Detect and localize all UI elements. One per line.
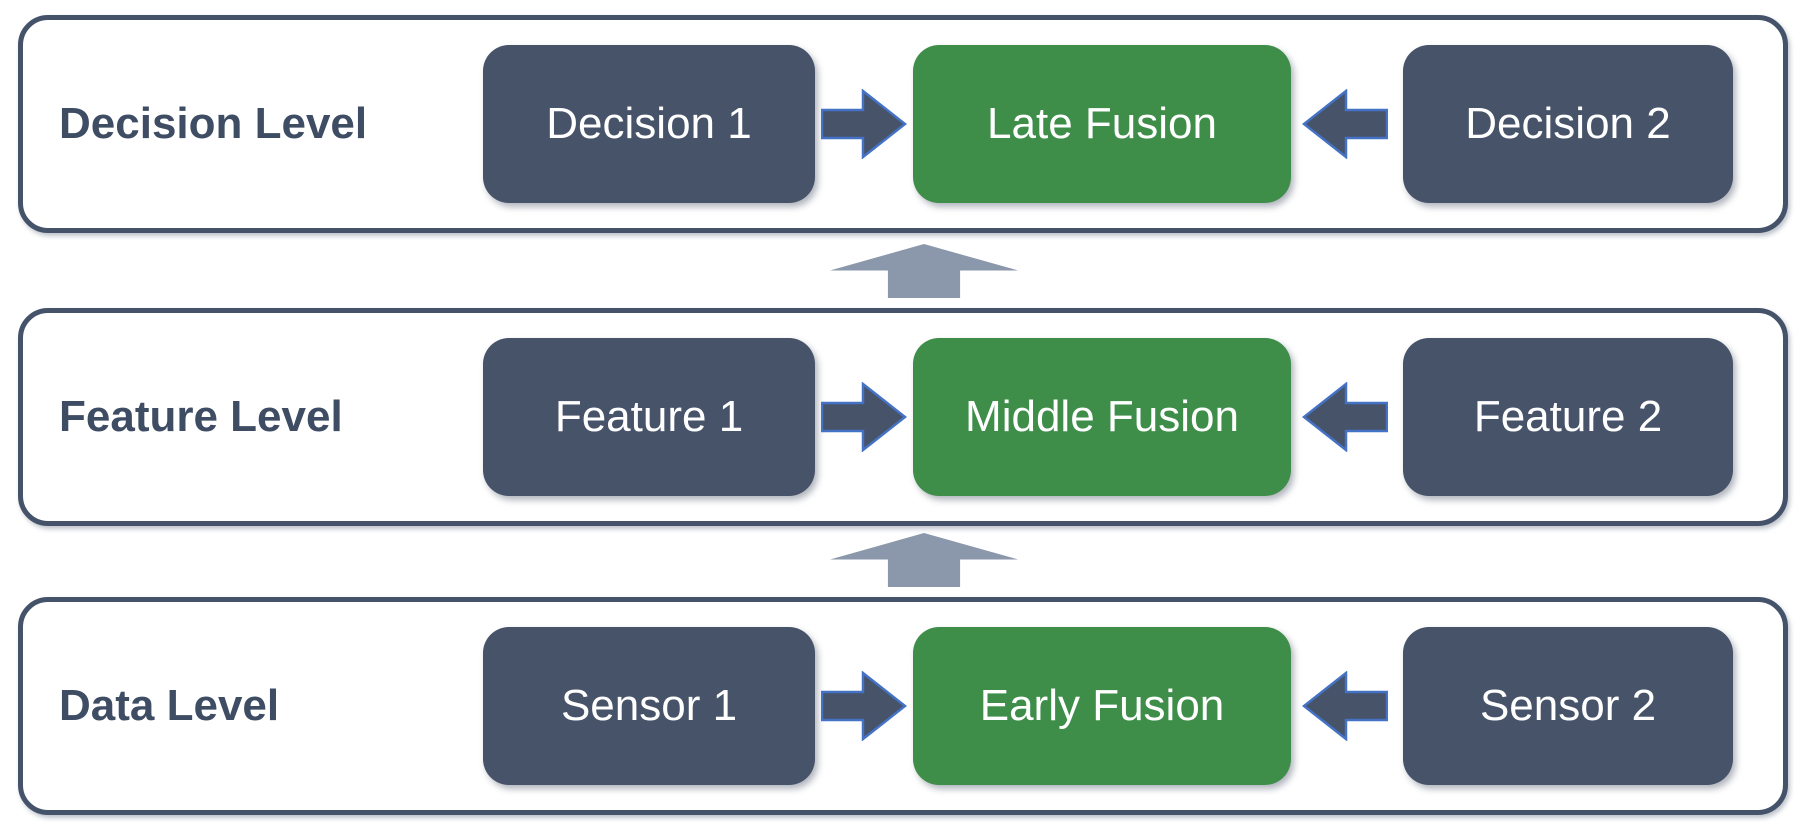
left-arrow-icon (1302, 671, 1388, 741)
node-sensor-2: Sensor 2 (1403, 627, 1733, 785)
row-label-decision-level: Decision Level (59, 99, 368, 148)
row-label-feature-level: Feature Level (59, 392, 343, 441)
left-arrow-icon (1302, 382, 1388, 452)
right-arrow-icon (821, 382, 907, 452)
node-late-fusion: Late Fusion (913, 45, 1291, 203)
row-feature-level: Feature Level Feature 1 Middle Fusion Fe… (18, 308, 1788, 526)
node-decision-1: Decision 1 (483, 45, 815, 203)
node-middle-fusion: Middle Fusion (913, 338, 1291, 496)
node-sensor-1: Sensor 1 (483, 627, 815, 785)
node-feature-1: Feature 1 (483, 338, 815, 496)
up-arrow-icon (830, 244, 1018, 298)
right-arrow-icon (821, 671, 907, 741)
row-label-data-level: Data Level (59, 681, 280, 730)
row-decision-level: Decision Level Decision 1 Late Fusion De… (18, 15, 1788, 233)
node-early-fusion: Early Fusion (913, 627, 1291, 785)
node-decision-2: Decision 2 (1403, 45, 1733, 203)
row-data-level: Data Level Sensor 1 Early Fusion Sensor … (18, 597, 1788, 815)
up-arrow-icon (830, 533, 1018, 587)
right-arrow-icon (821, 89, 907, 159)
node-feature-2: Feature 2 (1403, 338, 1733, 496)
left-arrow-icon (1302, 89, 1388, 159)
